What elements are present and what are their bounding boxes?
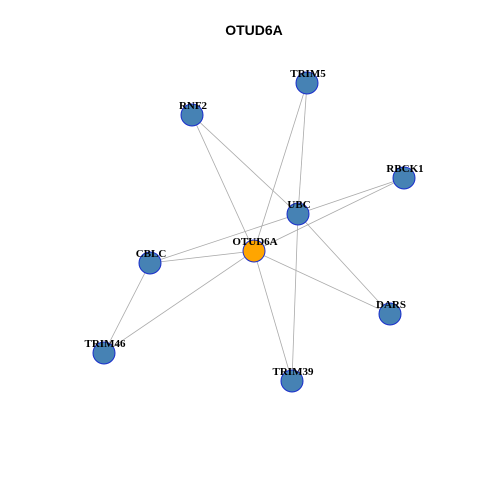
edge-ubc-cblc	[149, 213, 299, 264]
edge-otud6a-trim46	[103, 250, 255, 354]
edge-ubc-trim39	[291, 213, 299, 382]
node-circle-otud6a[interactable]	[242, 239, 266, 263]
node-label-trim5: TRIM5	[290, 68, 326, 80]
edge-otud6a-rbck1	[253, 177, 405, 252]
node-label-otud6a: OTUD6A	[232, 236, 277, 248]
edge-otud6a-cblc	[149, 250, 255, 264]
node-label-trim39: TRIM39	[273, 366, 314, 378]
node-circle-rbck1[interactable]	[392, 166, 416, 190]
edge-ubc-rbck1	[297, 177, 405, 215]
node-circle-trim39[interactable]	[280, 369, 304, 393]
edge-ubc-dars	[297, 213, 391, 315]
node-circle-trim5[interactable]	[295, 71, 319, 95]
node-label-dars: DARS	[376, 299, 406, 311]
node-rnf2[interactable]: RNF2	[179, 100, 208, 127]
edge-layer	[103, 82, 405, 382]
node-circle-dars[interactable]	[378, 302, 402, 326]
node-trim46[interactable]: TRIM46	[85, 338, 126, 365]
edge-otud6a-rnf2	[191, 114, 255, 252]
node-label-trim46: TRIM46	[85, 338, 126, 350]
edge-ubc-trim5	[297, 82, 308, 215]
node-dars[interactable]: DARS	[376, 299, 406, 326]
node-circle-rnf2[interactable]	[180, 103, 204, 127]
edge-cblc-trim46	[103, 262, 151, 354]
node-label-cblc: CBLC	[136, 248, 167, 260]
node-label-rbck1: RBCK1	[386, 163, 423, 175]
node-trim39[interactable]: TRIM39	[273, 366, 314, 393]
node-circle-trim46[interactable]	[92, 341, 116, 365]
node-circle-ubc[interactable]	[286, 202, 310, 226]
edge-ubc-rnf2	[191, 114, 299, 215]
node-trim5[interactable]: TRIM5	[290, 68, 326, 95]
node-label-rnf2: RNF2	[179, 100, 208, 112]
node-rbck1[interactable]: RBCK1	[386, 163, 424, 190]
node-cblc[interactable]: CBLC	[136, 248, 167, 275]
edge-otud6a-trim39	[253, 250, 293, 382]
node-circle-cblc[interactable]	[138, 251, 162, 275]
node-label-ubc: UBC	[287, 199, 310, 211]
edge-otud6a-dars	[253, 250, 391, 315]
diagram-title: OTUD6A	[225, 22, 283, 38]
node-ubc[interactable]: UBC	[286, 199, 311, 226]
edge-otud6a-trim5	[253, 82, 308, 252]
node-otud6a[interactable]: OTUD6A	[232, 236, 278, 263]
